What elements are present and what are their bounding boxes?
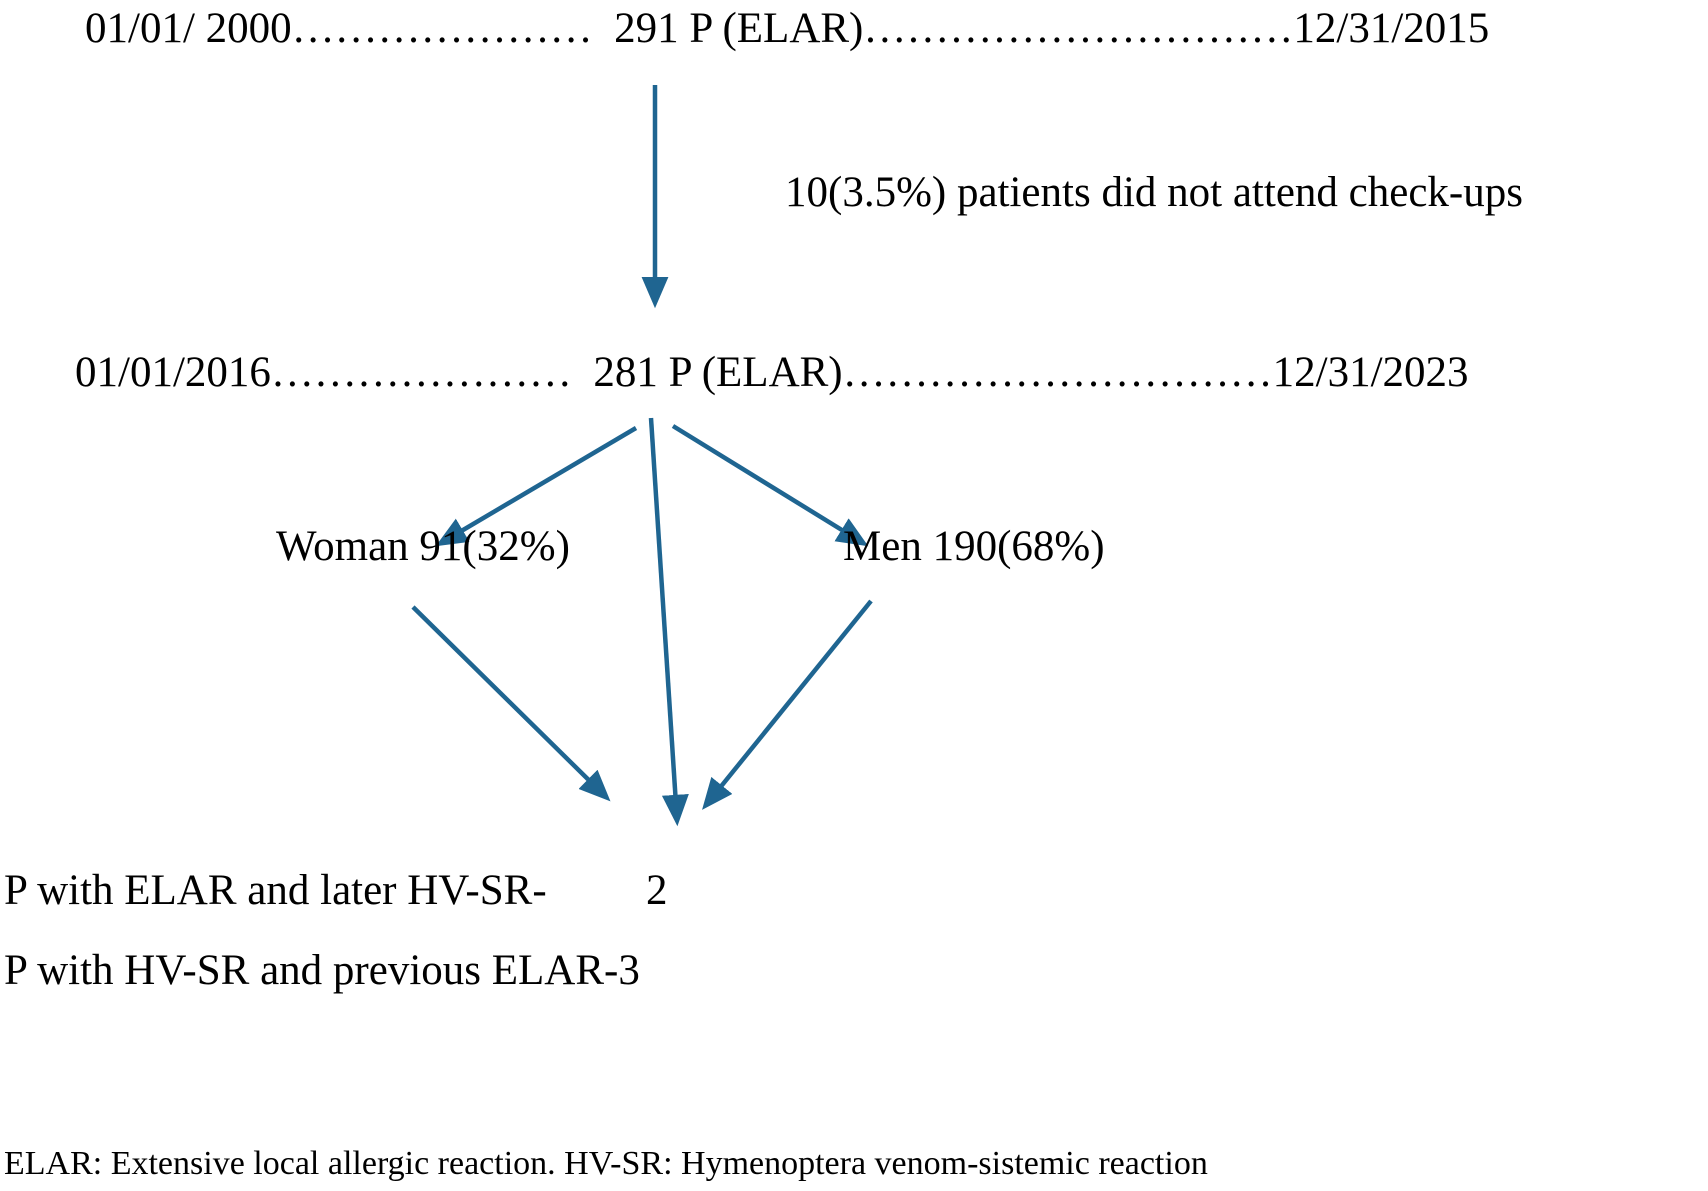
woman-count-label: Woman 91(32%) bbox=[276, 523, 570, 570]
arrow-men-to-outcome bbox=[702, 599, 873, 810]
arrow-281-to-outcome bbox=[648, 417, 689, 827]
arrow-woman-to-outcome bbox=[411, 605, 611, 802]
elar-later-hvsr-label: P with ELAR and later HV-SR- bbox=[4, 867, 547, 914]
men-count-label: Men 190(68%) bbox=[843, 523, 1105, 570]
dropout-note: 10(3.5%) patients did not attend check-u… bbox=[785, 169, 1523, 216]
hvsr-previous-elar-label: P with HV-SR and previous ELAR-3 bbox=[4, 947, 640, 994]
timeline-2000-2015: 01/01/ 2000………………… 291 P (ELAR)………………………… bbox=[85, 5, 1490, 52]
timeline-2016-2023: 01/01/2016………………… 281 P (ELAR)…………………………… bbox=[75, 349, 1469, 396]
abbreviations-footnote: ELAR: Extensive local allergic reaction.… bbox=[4, 1145, 1208, 1182]
elar-later-hvsr-count: 2 bbox=[646, 867, 668, 914]
arrow-281-to-men bbox=[671, 424, 869, 547]
